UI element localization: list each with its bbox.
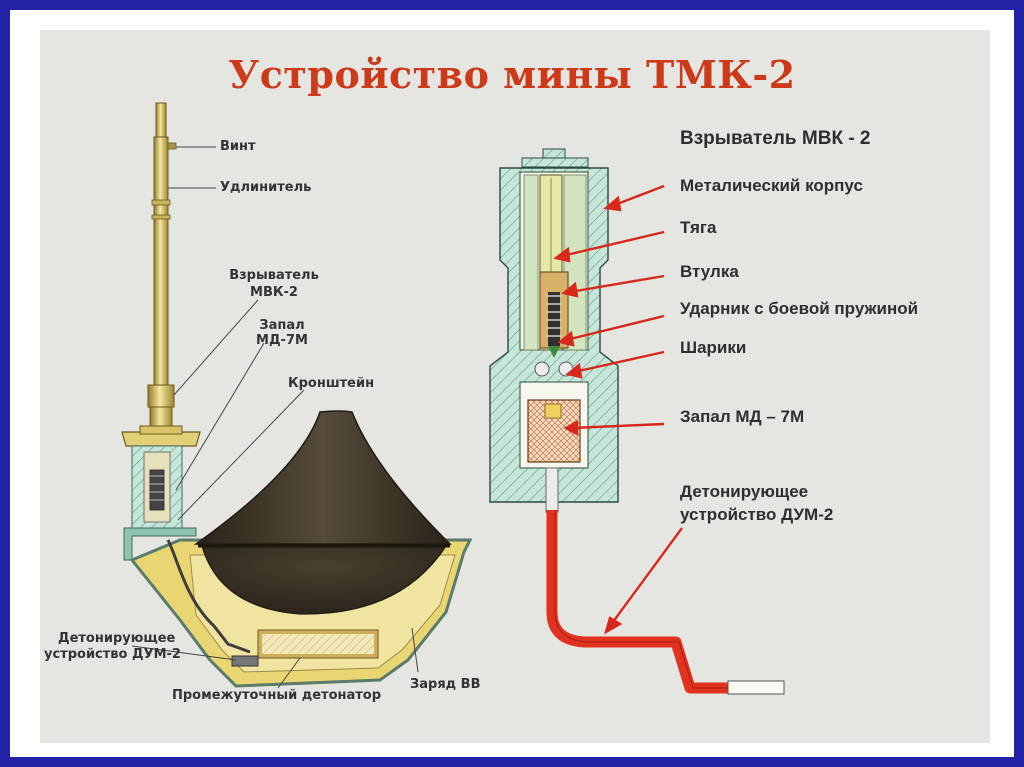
label-striker: Ударник с боевой пружиной <box>680 299 918 319</box>
detonating-cord <box>552 510 730 688</box>
label-explosive-charge: Заряд ВВ <box>410 677 481 692</box>
label-fuze-model: МВК-2 <box>250 285 298 300</box>
extension-rod-top <box>156 103 166 137</box>
label-detonating-device-right-model: устройство ДУМ-2 <box>680 505 833 525</box>
striker <box>548 292 560 346</box>
screw <box>168 143 176 149</box>
label-detonator: Запал <box>259 318 304 333</box>
label-detonating-device-right: Детонирующее <box>680 482 808 502</box>
extension-rod <box>154 137 168 387</box>
ball-left <box>535 362 549 376</box>
label-detonating-device: Детонирующее <box>58 631 175 646</box>
label-extension: Удлинитель <box>220 180 311 195</box>
label-bracket: Кронштейн <box>288 376 374 391</box>
label-intermediate-detonator: Промежуточный детонатор <box>172 688 381 703</box>
label-detonator-md7m: Запал МД – 7М <box>680 407 804 427</box>
label-bushing: Втулка <box>680 262 739 282</box>
label-metal-housing: Металический корпус <box>680 176 863 196</box>
cord-end-cap <box>728 681 784 694</box>
label-balls: Шарики <box>680 338 746 358</box>
charge-cone <box>196 411 450 544</box>
label-detonator-model: МД-7М <box>256 333 308 348</box>
label-screw: Винт <box>220 139 256 154</box>
label-rod: Тяга <box>680 218 716 238</box>
fuze-heading: Взрыватель МВК - 2 <box>680 128 871 150</box>
label-fuze: Взрыватель <box>229 268 319 283</box>
label-detonating-device-model: устройство ДУМ-2 <box>44 647 181 662</box>
